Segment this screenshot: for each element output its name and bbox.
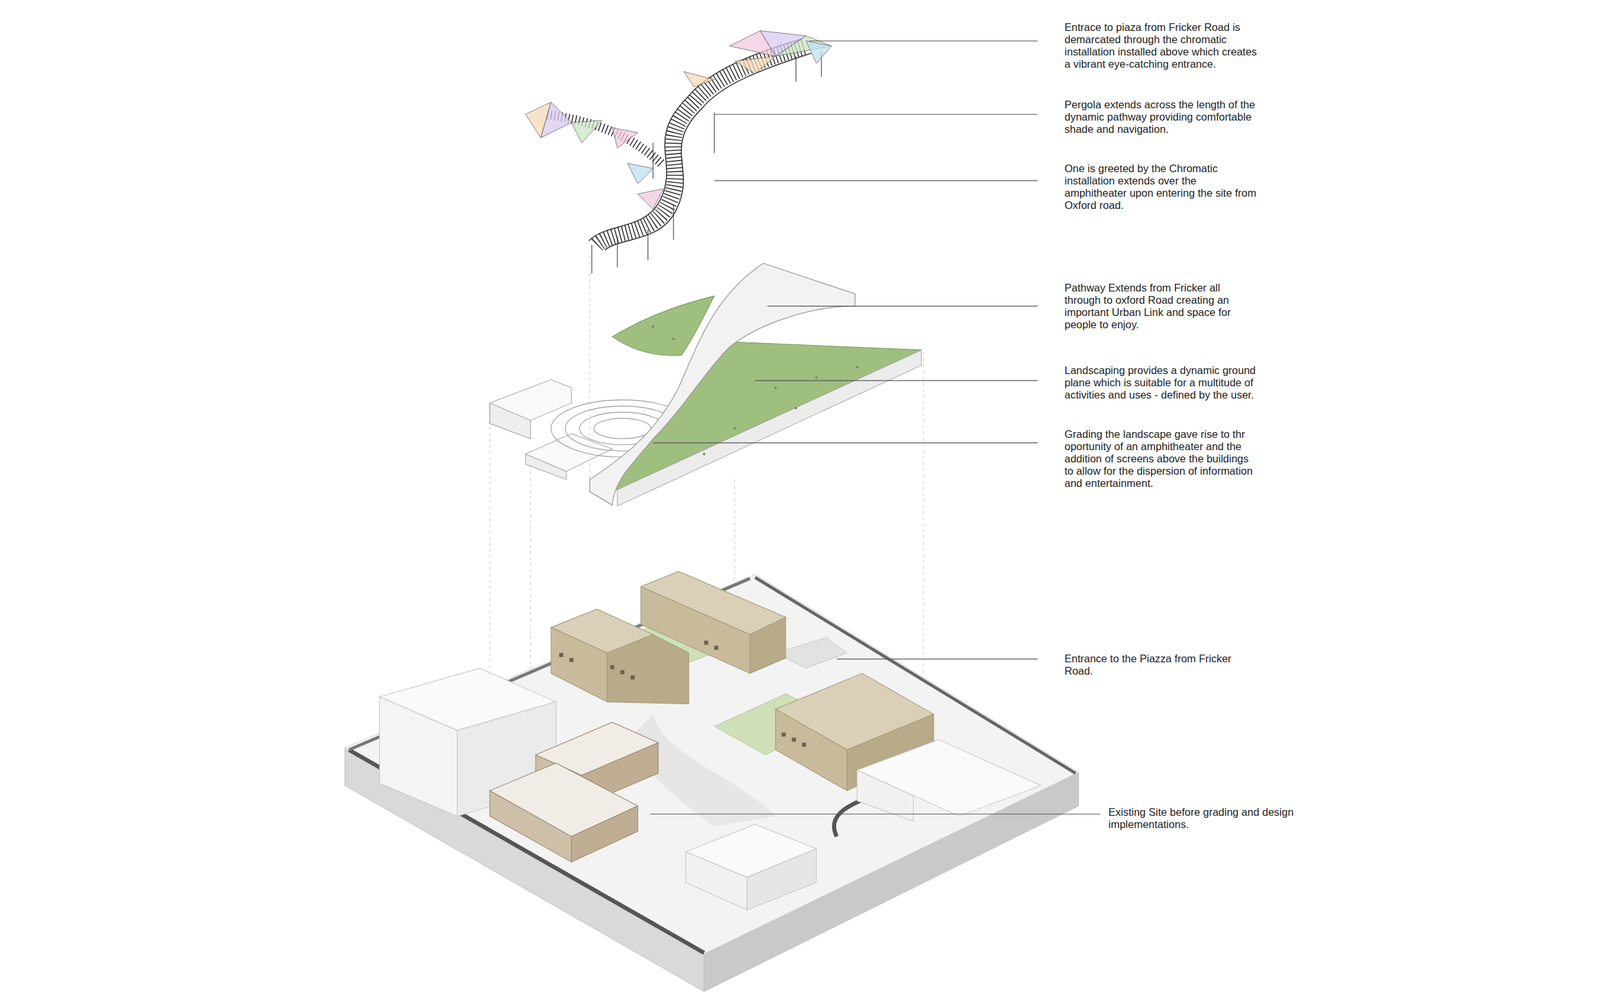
leader-lines (650, 40, 1101, 815)
landscape-layer (489, 263, 922, 506)
pergola-layer (525, 30, 832, 274)
annotation-text: Existing Site before grading and design … (1108, 806, 1322, 831)
annotation-text: Pathway Extends from Fricker all through… (1064, 281, 1259, 331)
annotation-text: Landscaping provides a dynamic ground pl… (1064, 364, 1259, 402)
annotation-text: One is greeted by the Chromatic installa… (1064, 162, 1259, 212)
annotation-text: Entrace to piaza from Fricker Road is de… (1064, 21, 1259, 71)
annotation-text: Pergola extends across the length of the… (1064, 98, 1259, 136)
annotation-text: Grading the landscape gave rise to thr o… (1064, 428, 1259, 490)
annotation-text: Entrance to the Piazza from Fricker Road… (1064, 652, 1259, 678)
site-base (345, 571, 1079, 993)
